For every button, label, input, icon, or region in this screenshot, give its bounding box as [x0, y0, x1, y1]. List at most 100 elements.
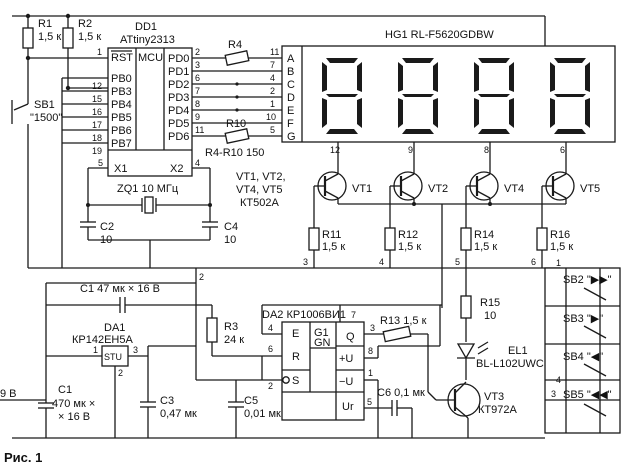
label-sb3: SB3 "▶" [563, 313, 603, 325]
label-dd1: DD1 [135, 21, 157, 33]
pin-pb5: PB5 [111, 112, 132, 124]
label-hg1: HG1 RL-F5620GDBW [385, 29, 494, 41]
pin-q: Q [346, 331, 355, 343]
digit-3 [474, 58, 514, 134]
led-el1: EL1 BL-L102UWC [456, 341, 544, 380]
type-da1: КР142ЕН5А [72, 334, 133, 346]
value-r11: 1,5 к [322, 241, 345, 253]
resistor-r2: R2 1,5 к [62, 13, 101, 58]
regulator-da1: STU DA1 КР142ЕН5А 1 3 2 [46, 322, 196, 438]
label-g1: G1 [314, 327, 329, 339]
transistor-vt2: VT2 [389, 142, 448, 228]
pin-r: R [292, 351, 300, 363]
pin-pd6: PD6 [168, 131, 189, 143]
digit-1 [322, 58, 362, 134]
capacitor-c1: C1 470 мк × × 16 В [38, 384, 95, 438]
pin-num: 18 [92, 133, 102, 143]
pin-pd4: PD4 [168, 105, 189, 117]
pin-num: 7 [270, 60, 275, 70]
type-vt3: КТ972А [478, 404, 517, 416]
label-c6: C6 0,1 мк [377, 387, 425, 399]
value-c4: 10 [224, 234, 236, 246]
pin-pb3: PB3 [111, 86, 132, 98]
value-r3: 24 к [224, 334, 244, 346]
label-c3: C3 [160, 395, 174, 407]
label-da2: DA2 КР1006ВИ1 [262, 309, 346, 321]
pin-pb7: PB7 [111, 138, 132, 150]
label-c1: C1 [58, 384, 72, 396]
value-r16: 1,5 к [550, 241, 573, 253]
label-gn: GN [314, 337, 331, 349]
pin-num: 3 [551, 389, 556, 399]
resistor-r1: R1 1,5 к [22, 13, 61, 58]
button-sb1: SB1 "1500" [11, 58, 62, 268]
value-r2: 1,5 к [78, 31, 101, 43]
capacitor-c5: C5 0,01 мк [228, 380, 281, 438]
capacitor-c6: C6 0,1 мк 5 [364, 387, 425, 438]
pin-num: 2 [118, 368, 123, 378]
seg-letter: B [287, 66, 294, 78]
digit-2 [398, 58, 438, 134]
label-vt-type: КТ502А [240, 197, 279, 209]
label-vt2: VT2 [428, 183, 448, 195]
pin-num: 1 [368, 368, 373, 378]
pin-pd2: PD2 [168, 79, 189, 91]
label-vt3: VT3 [484, 391, 504, 403]
label-stu: STU [104, 352, 122, 362]
pin-num: 1 [93, 345, 98, 355]
transistor-vt4: VT4 [465, 142, 524, 228]
transistor-vt3: VT3 КТ972А [436, 381, 517, 438]
pin-num: 4 [268, 323, 273, 333]
capacitor-c3: C3 0,47 мк [140, 356, 197, 438]
pin-num: 4 [556, 375, 561, 385]
pin-num: 3 [370, 323, 375, 333]
value-c1-b: × 16 В [58, 411, 90, 423]
label-vt-list1: VT1, VT2, [236, 171, 286, 183]
value-r1: 1,5 к [38, 31, 61, 43]
value-r12: 1,5 к [398, 241, 421, 253]
label-da1: DA1 [104, 322, 125, 334]
pin-num: 9 [408, 145, 413, 155]
pin-num: 15 [92, 94, 102, 104]
label-sb2: SB2 "▶▶" [563, 274, 612, 286]
pin-minus-u: −U [339, 376, 353, 388]
value-r14: 1,5 к [474, 241, 497, 253]
pin-rst: RST [111, 52, 133, 64]
pin-num: 3 [195, 60, 200, 70]
resistor-r14: R14 1,5 к 5 [455, 227, 497, 268]
label-c2: C2 [100, 221, 114, 233]
mcu-dd1: DD1 ATtiny2313 RST MCU PB0 PB3 PB4 PB5 P… [107, 21, 193, 177]
pin-num: 12 [330, 145, 340, 155]
seg-letter: G [287, 131, 296, 143]
pb-bus: 12 15 16 17 18 19 [61, 77, 108, 268]
label-r16: R16 [550, 229, 570, 241]
pin-num: 4 [270, 73, 275, 83]
pin-x2: X2 [170, 163, 183, 175]
label-r1: R1 [38, 18, 52, 30]
pin-num: 12 [92, 81, 102, 91]
capacitor-c1-top: C1 47 мк × 16 В [46, 283, 196, 313]
pin-num: 10 [266, 112, 276, 122]
pin-num: 8 [195, 99, 200, 109]
pin-num: 5 [455, 257, 460, 267]
pin-pb6: PB6 [111, 125, 132, 137]
timer-da2: DA2 КР1006ВИ1 E R S G1 GN Q +U −U Ur [262, 309, 365, 421]
pin-pd1: PD1 [168, 66, 189, 78]
pin-num: 2 [195, 47, 200, 57]
seg-letter: A [287, 53, 295, 65]
pin-num: 7 [351, 310, 356, 320]
pin-label: 1 [97, 47, 102, 57]
pin-num: 4 [195, 158, 200, 168]
pin-num: 2 [270, 86, 275, 96]
label-c4: C4 [224, 221, 238, 233]
label-r12: R12 [398, 229, 418, 241]
value-c1-a: 470 мк × [52, 398, 95, 410]
pin-num: 5 [270, 125, 275, 135]
resistor-r12: R12 1,5 к 4 [379, 227, 421, 268]
label-r15: R15 [480, 297, 500, 309]
label-r10: R10 [226, 118, 246, 130]
pin-num: 6 [560, 145, 565, 155]
pin-num: 6 [268, 344, 273, 354]
value-c3: 0,47 мк [160, 408, 197, 420]
